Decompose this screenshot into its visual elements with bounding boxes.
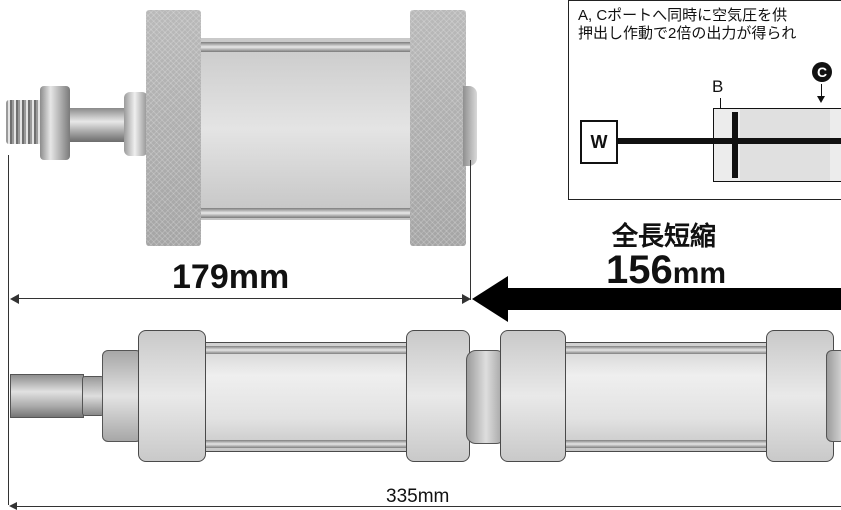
rod-thread [6,100,42,144]
reduction-arrow-head [472,276,508,322]
piston-rod [70,108,128,142]
long-tie-rod-front-top [200,346,412,354]
long-tie-rod-rear-bottom [562,440,772,448]
full-length-arrow-left [9,502,17,510]
diagram-port-c-icon: C [812,62,832,82]
long-middle-cover-left [406,330,470,462]
long-tie-rod-rear-top [562,346,772,354]
head-cover [146,10,201,246]
long-piston-rod [10,374,84,418]
long-head-cover [138,330,206,462]
rod-cover [410,10,466,246]
diagram-load-w: W [580,120,618,164]
tie-rod-top [200,42,412,52]
headline-length-reduction: 全長短縮 [612,221,717,251]
long-rear-cover [766,330,834,462]
short-length-arrow-right [462,294,471,304]
long-rear-boss [826,350,841,442]
reduction-arrow-shaft [505,288,841,310]
diagram-port-c-arrow [821,84,822,98]
diagram-port-b-label: B [712,77,724,96]
short-length-label: 179mm [172,258,290,296]
diagram-description-line-1: A, Cポートへ同時に空気圧を供 [578,7,788,24]
diagram-description-line-2: 押出し作動で2倍の出力が得られ [578,25,797,42]
rod-collar [124,92,148,156]
short-length-arrow-left [10,294,19,304]
full-length-dimension-line [12,506,841,507]
diagram-piston [732,112,738,178]
cylinder-barrel [200,38,412,220]
long-barrel-front [200,342,412,452]
reduction-number: 156 [606,248,673,292]
long-middle-cover-right [500,330,566,462]
extension-line-left [8,155,9,505]
diagram-piston-rod [618,138,841,144]
headline-reduction-value: 156mm [606,248,726,293]
rear-boss [463,86,477,166]
tie-rod-bottom [200,208,412,218]
extension-line-mid [470,160,471,300]
diagram-port-c-arrowhead [817,96,825,103]
short-length-dimension-line [12,298,469,299]
diagram-port-b-tick [720,98,721,108]
diagram-cylinder-chamber [740,109,830,181]
reduction-unit: mm [672,257,727,290]
hex-nut [40,86,70,160]
full-length-label: 335mm [386,486,450,507]
long-tie-rod-front-bottom [200,440,412,448]
long-rod-bracket [102,350,142,442]
long-rod-nut [82,376,104,416]
long-barrel-rear [562,342,772,452]
